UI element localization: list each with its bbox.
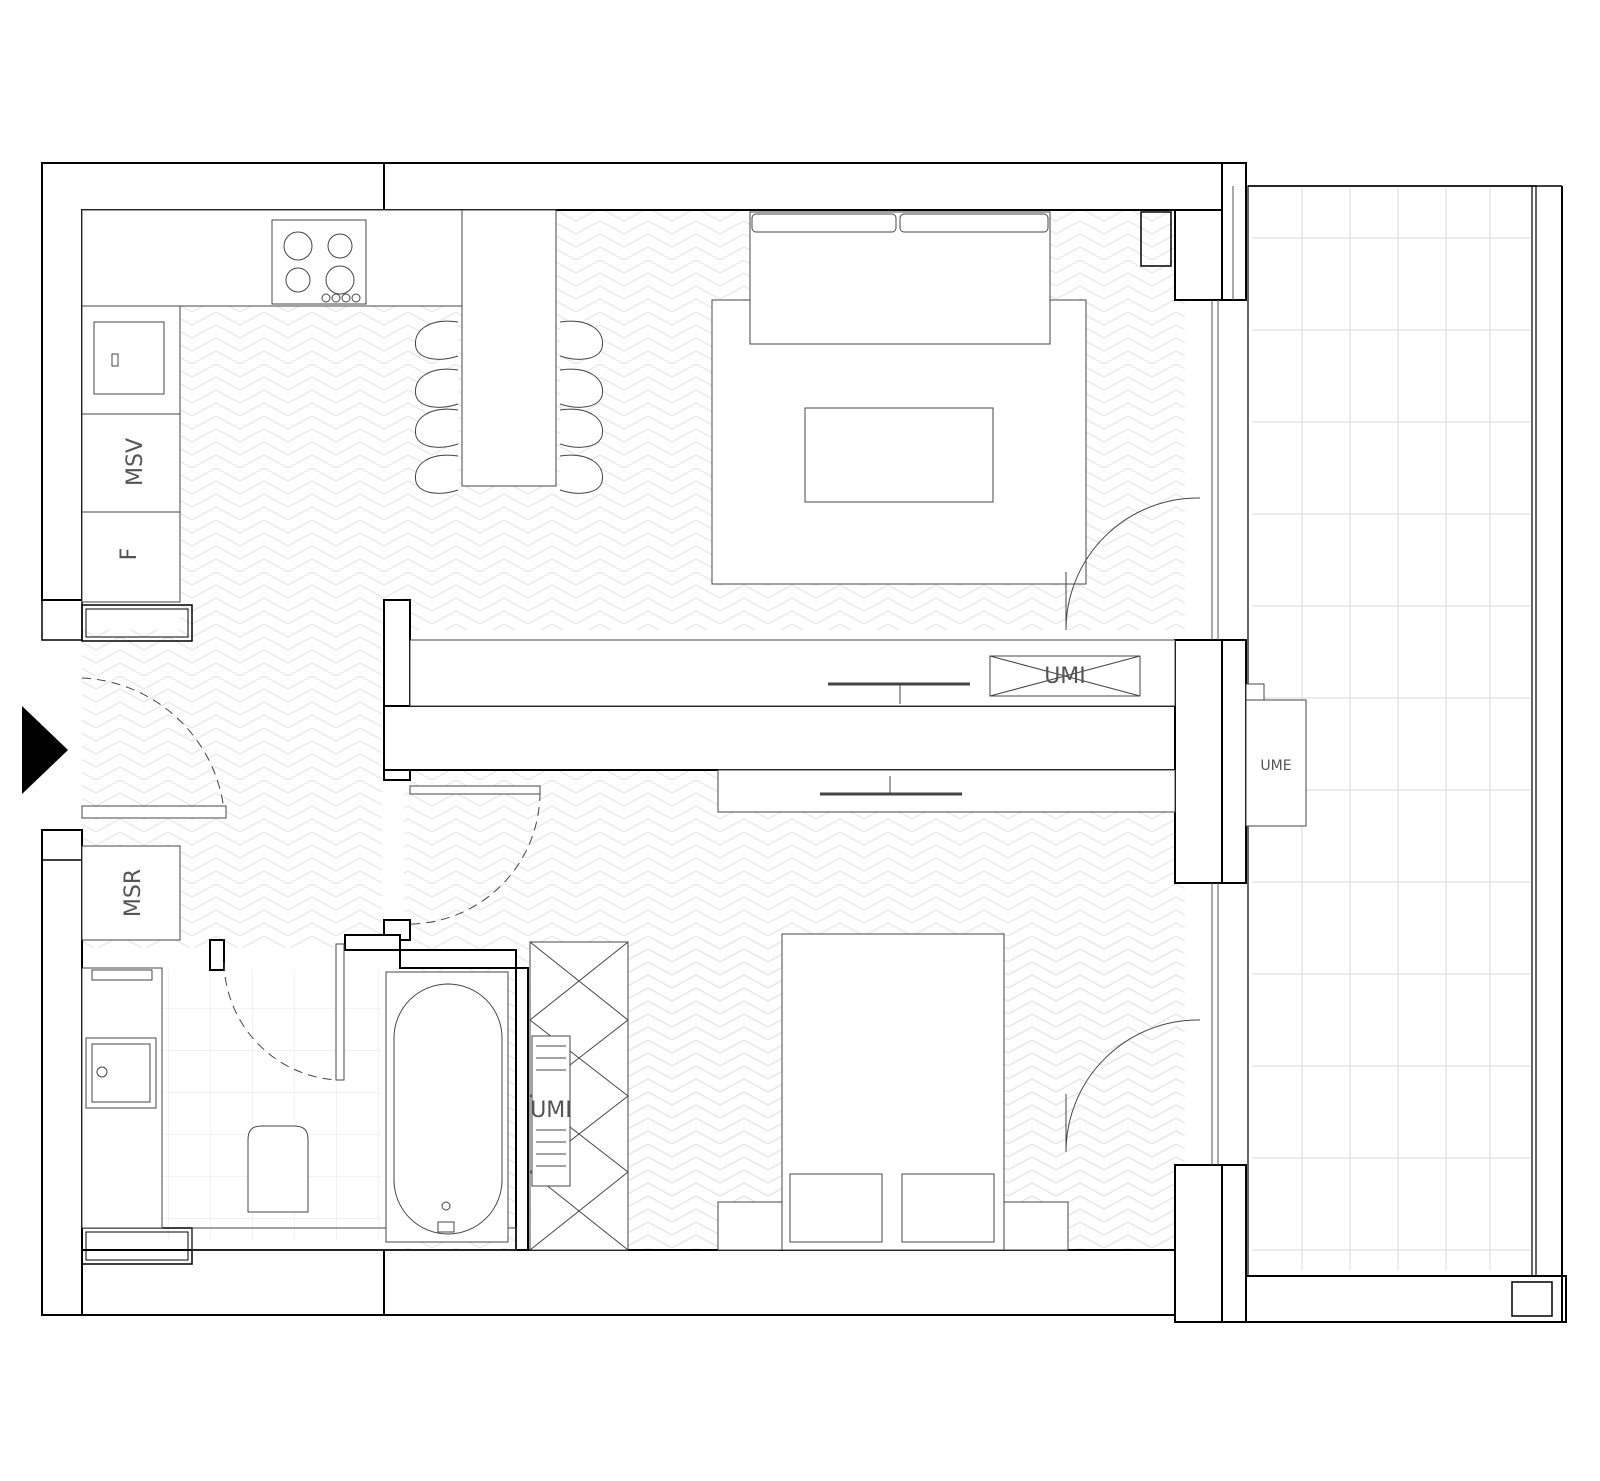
bedroom-door-swing (1065, 1019, 1201, 1153)
entrance-arrow-icon (22, 706, 68, 794)
ume-label: UME (1260, 758, 1291, 774)
living-door-swing (1065, 497, 1201, 631)
ume-unit (1245, 683, 1307, 827)
bathroom (81, 967, 517, 1251)
umi-top-label: UMI (1044, 664, 1086, 689)
balcony (1245, 185, 1567, 1323)
kitchen (81, 209, 604, 603)
msv-label: MSV (123, 438, 148, 486)
balcony-tile-grid (1252, 186, 1530, 1270)
exterior-walls (41, 162, 1247, 1323)
sofa (749, 211, 1051, 345)
umi-wardrobe-label: UMI (530, 1098, 572, 1123)
cooktop (271, 219, 367, 305)
umi-wardrobe-unit (531, 1035, 571, 1187)
coffee-table (804, 407, 994, 503)
toilet (247, 1125, 309, 1213)
partition-walls (209, 599, 1223, 1251)
hall (81, 677, 541, 1081)
nightstand-right (1003, 1201, 1069, 1251)
dining-table (461, 209, 557, 487)
entrance (22, 706, 68, 794)
pillow-right (901, 1173, 995, 1243)
msr-label: MSR (121, 869, 146, 917)
msr-cabinet (81, 845, 181, 941)
nightstand-left (717, 1201, 783, 1251)
tv-console-bedroom (717, 769, 1176, 813)
wardrobe (529, 941, 629, 1251)
windows (1211, 186, 1234, 1165)
living-room (409, 211, 1176, 707)
pillow-left (789, 1173, 883, 1243)
bedroom (717, 769, 1176, 1251)
fridge-label: F (117, 548, 142, 561)
fridge-cabinet (81, 511, 181, 603)
